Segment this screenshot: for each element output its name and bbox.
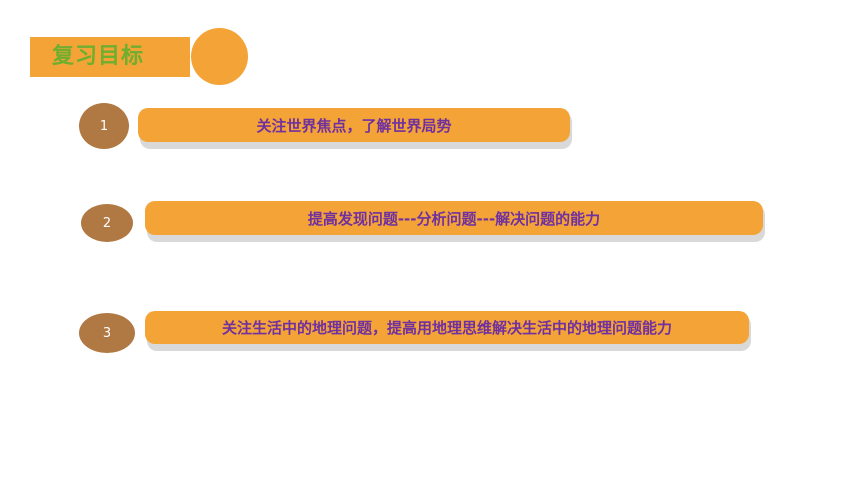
title-bar-shape bbox=[30, 37, 190, 77]
item-number: 2 bbox=[102, 215, 112, 231]
objective-item-3: 关注生活中的地理问题，提高用地理思维解决生活中的地理问题能力 bbox=[145, 311, 749, 344]
objective-text: 关注世界焦点，了解世界局势 bbox=[256, 116, 452, 135]
item-number: 1 bbox=[99, 118, 109, 134]
objective-item-2: 提高发现问题---分析问题---解决问题的能力 bbox=[145, 201, 763, 235]
item-number-badge: 2 bbox=[81, 204, 133, 242]
objective-item-1: 关注世界焦点，了解世界局势 bbox=[138, 108, 570, 142]
objective-text: 关注生活中的地理问题，提高用地理思维解决生活中的地理问题能力 bbox=[221, 319, 672, 337]
section-title: 复习目标 bbox=[52, 44, 145, 69]
item-number-badge: 3 bbox=[79, 313, 135, 353]
item-number-badge: 1 bbox=[79, 103, 129, 149]
title-circle-shape bbox=[191, 28, 248, 85]
section-title-banner: 复习目标 bbox=[30, 28, 248, 85]
item-number: 3 bbox=[102, 325, 112, 341]
objective-text: 提高发现问题---分析问题---解决问题的能力 bbox=[307, 209, 601, 228]
